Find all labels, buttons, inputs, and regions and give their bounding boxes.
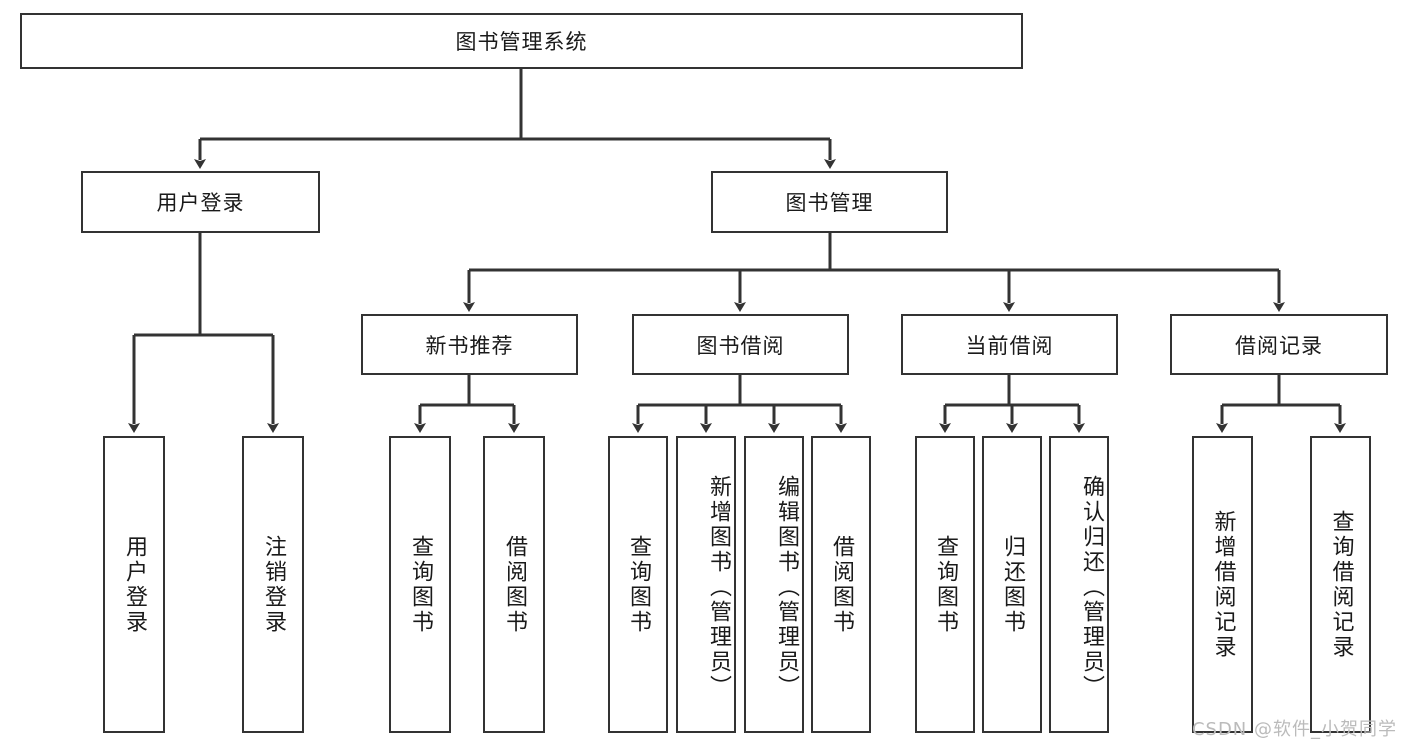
node-leaf-return-book[interactable]: 归还图书 [982, 436, 1042, 733]
node-borrow-record-label: 借阅记录 [1235, 333, 1323, 358]
node-leaf-query-book-3-label: 查询图书 [933, 534, 958, 635]
node-user-login[interactable]: 用户登录 [81, 171, 320, 233]
node-book-borrow-label: 图书借阅 [696, 333, 785, 358]
node-user-login-label: 用户登录 [156, 191, 245, 215]
watermark-text: CSDN @软件_小贺同学 [1191, 719, 1397, 740]
node-leaf-add-book[interactable]: 新增图书（管理员） [676, 436, 736, 733]
node-leaf-borrow-book-2[interactable]: 借阅图书 [811, 436, 871, 733]
node-book-manage[interactable]: 图书管理 [711, 171, 948, 233]
node-leaf-return-book-label: 归还图书 [1000, 534, 1025, 635]
node-root[interactable]: 图书管理系统 [20, 13, 1023, 69]
node-new-book-rec[interactable]: 新书推荐 [361, 314, 578, 375]
node-book-manage-label: 图书管理 [785, 191, 874, 215]
node-leaf-add-book-label: 新增图书（管理员） [706, 475, 731, 700]
node-leaf-query-book-2-label: 查询图书 [626, 534, 651, 635]
node-leaf-confirm-return-label: 确认归还（管理员） [1079, 475, 1104, 700]
node-borrow-record[interactable]: 借阅记录 [1170, 314, 1388, 375]
node-book-borrow[interactable]: 图书借阅 [632, 314, 849, 375]
node-leaf-user-login[interactable]: 用户登录 [103, 436, 165, 733]
node-new-book-rec-label: 新书推荐 [425, 333, 514, 358]
node-leaf-edit-book[interactable]: 编辑图书（管理员） [744, 436, 804, 733]
node-leaf-logout[interactable]: 注销登录 [242, 436, 304, 733]
node-leaf-logout-label: 注销登录 [261, 534, 286, 635]
node-leaf-borrow-book-1[interactable]: 借阅图书 [483, 436, 545, 733]
node-leaf-user-login-label: 用户登录 [122, 534, 147, 635]
node-current-borrow-label: 当前借阅 [965, 333, 1054, 358]
node-leaf-edit-book-label: 编辑图书（管理员） [774, 475, 799, 700]
node-leaf-query-book-3[interactable]: 查询图书 [915, 436, 975, 733]
node-leaf-query-book-1-label: 查询图书 [408, 534, 433, 635]
node-current-borrow[interactable]: 当前借阅 [901, 314, 1118, 375]
node-leaf-query-book-2[interactable]: 查询图书 [608, 436, 668, 733]
node-leaf-query-book-1[interactable]: 查询图书 [389, 436, 451, 733]
node-leaf-query-record-label: 查询借阅记录 [1328, 509, 1354, 660]
node-leaf-query-record[interactable]: 查询借阅记录 [1310, 436, 1371, 733]
node-root-label: 图书管理系统 [455, 30, 588, 54]
node-leaf-borrow-book-2-label: 借阅图书 [829, 534, 854, 635]
node-leaf-borrow-book-1-label: 借阅图书 [502, 534, 527, 635]
node-leaf-confirm-return[interactable]: 确认归还（管理员） [1049, 436, 1109, 733]
node-leaf-add-record-label: 新增借阅记录 [1210, 509, 1236, 660]
node-leaf-add-record[interactable]: 新增借阅记录 [1192, 436, 1253, 733]
